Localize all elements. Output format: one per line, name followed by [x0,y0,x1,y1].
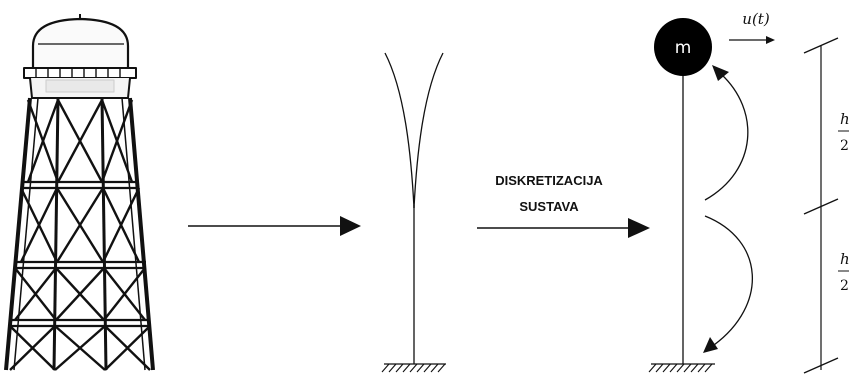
curved-arrow-upper [704,65,749,201]
lumped-mass [654,18,712,76]
displacement-label: u(t) [742,10,770,28]
tower-rim [23,67,137,79]
mode-shape-left [384,52,415,209]
process-label-line2: SUSTAVA [519,199,579,214]
fraction-numerator: h [840,250,849,268]
fraction-denominator: 2 [840,138,849,154]
fixed-support-right [648,363,715,373]
arrow-right-icon [188,216,361,236]
mass-label: m [675,38,692,58]
curved-arrow-lower [703,215,754,353]
arrow-right-icon [477,218,650,238]
water-tower-illustration [4,14,155,371]
tower-leg-right [128,97,155,371]
process-label-line1: DISKRETIZACIJA [495,173,603,188]
tower-cross-bracing [9,99,151,371]
arrow-right-icon [729,36,775,44]
dimension-tick-middle [803,198,839,215]
tower-leg-left [4,97,32,371]
dimension-tick-bottom [803,357,839,374]
fraction-numerator: h [840,110,849,128]
fraction-denominator: 2 [840,278,849,294]
height-fraction-lower: h 2 [838,250,849,294]
mode-shape-right [413,52,444,209]
height-fraction-upper: h 2 [838,110,849,154]
sdof-model: m u(t) [648,10,775,373]
dimension-tick-top [803,37,839,54]
deformed-cantilever [384,52,444,364]
height-dimension [803,37,839,374]
tower-bands [10,180,150,328]
fixed-support-left [381,363,446,373]
